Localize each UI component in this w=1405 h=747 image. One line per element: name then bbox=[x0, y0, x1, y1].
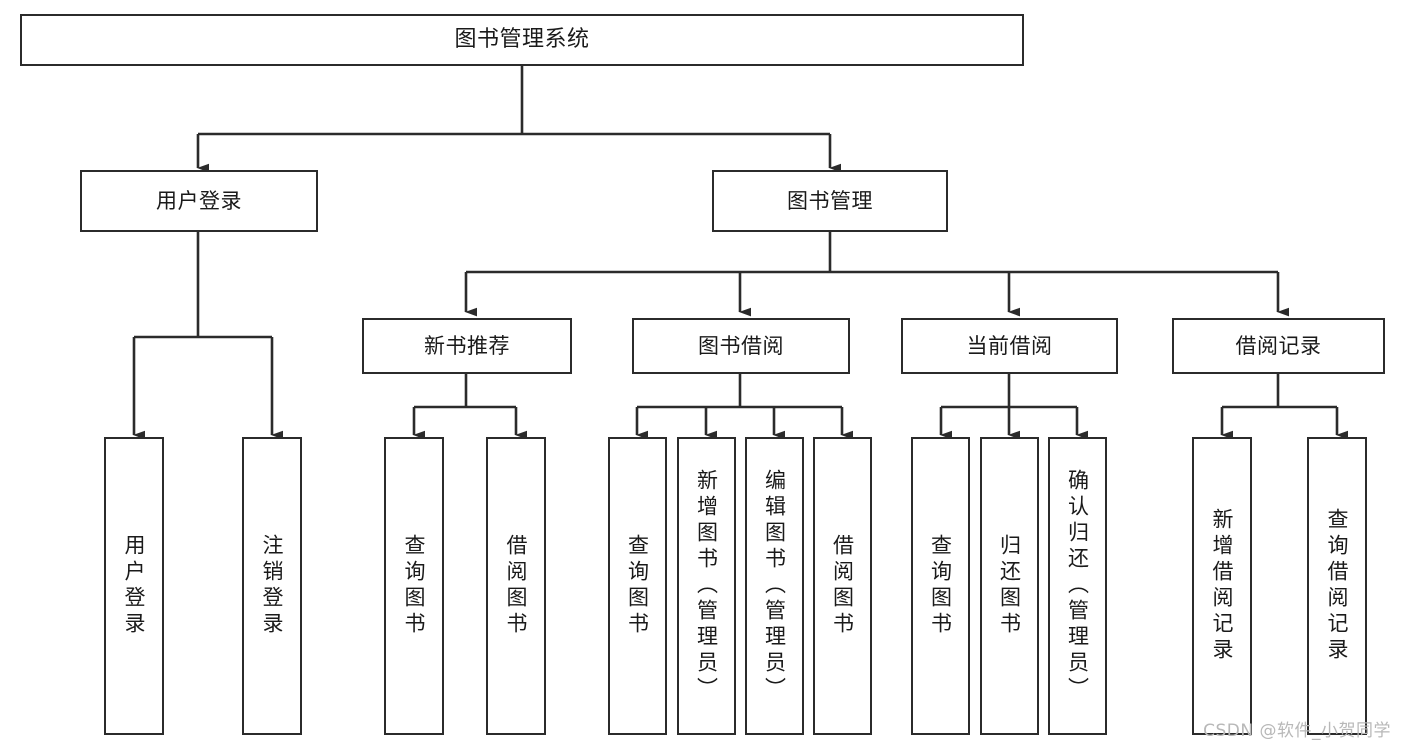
node-leaf-query-book-2[interactable]: 查询图书 bbox=[608, 437, 667, 735]
node-borrow-record[interactable]: 借阅记录 bbox=[1172, 318, 1385, 374]
node-leaf-edit-book[interactable]: 编辑图书（管理员） bbox=[745, 437, 804, 735]
node-book-management-label: 图书管理 bbox=[787, 188, 873, 213]
node-new-book-recommendation-label: 新书推荐 bbox=[424, 333, 510, 358]
node-leaf-edit-book-label: 编辑图书（管理员） bbox=[762, 469, 787, 703]
node-leaf-confirm-return-label: 确认归还（管理员） bbox=[1065, 469, 1090, 703]
node-leaf-logout-label: 注销登录 bbox=[260, 534, 285, 638]
node-book-borrow-label: 图书借阅 bbox=[698, 333, 784, 358]
node-leaf-query-record-label: 查询借阅记录 bbox=[1325, 508, 1350, 664]
node-user-login[interactable]: 用户登录 bbox=[80, 170, 318, 232]
node-leaf-user-login[interactable]: 用户登录 bbox=[104, 437, 164, 735]
node-leaf-add-book[interactable]: 新增图书（管理员） bbox=[677, 437, 736, 735]
node-leaf-add-book-label: 新增图书（管理员） bbox=[694, 469, 719, 703]
node-leaf-borrow-book-1[interactable]: 借阅图书 bbox=[486, 437, 546, 735]
node-root-label: 图书管理系统 bbox=[454, 27, 590, 52]
node-leaf-query-record[interactable]: 查询借阅记录 bbox=[1307, 437, 1367, 735]
node-root-book-management-system[interactable]: 图书管理系统 bbox=[20, 14, 1024, 66]
node-leaf-query-book-3-label: 查询图书 bbox=[928, 534, 953, 638]
node-book-borrow[interactable]: 图书借阅 bbox=[632, 318, 850, 374]
node-borrow-record-label: 借阅记录 bbox=[1235, 333, 1322, 358]
node-current-borrow-label: 当前借阅 bbox=[966, 333, 1053, 358]
node-leaf-query-book-1[interactable]: 查询图书 bbox=[384, 437, 444, 735]
node-book-management[interactable]: 图书管理 bbox=[712, 170, 948, 232]
node-leaf-borrow-book-2[interactable]: 借阅图书 bbox=[813, 437, 872, 735]
node-leaf-logout[interactable]: 注销登录 bbox=[242, 437, 302, 735]
node-leaf-user-login-label: 用户登录 bbox=[122, 534, 147, 638]
node-leaf-add-record[interactable]: 新增借阅记录 bbox=[1192, 437, 1252, 735]
node-leaf-borrow-book-2-label: 借阅图书 bbox=[830, 534, 855, 638]
csdn-watermark: CSDN @软件_小贺同学 bbox=[1203, 721, 1391, 741]
node-current-borrow[interactable]: 当前借阅 bbox=[901, 318, 1118, 374]
node-leaf-query-book-3[interactable]: 查询图书 bbox=[911, 437, 970, 735]
node-user-login-label: 用户登录 bbox=[156, 188, 242, 213]
node-leaf-return-book-label: 归还图书 bbox=[997, 534, 1022, 638]
node-leaf-borrow-book-1-label: 借阅图书 bbox=[504, 534, 529, 638]
node-leaf-query-book-2-label: 查询图书 bbox=[625, 534, 650, 638]
node-leaf-add-record-label: 新增借阅记录 bbox=[1210, 508, 1235, 664]
node-new-book-recommendation[interactable]: 新书推荐 bbox=[362, 318, 572, 374]
node-leaf-confirm-return[interactable]: 确认归还（管理员） bbox=[1048, 437, 1107, 735]
node-leaf-return-book[interactable]: 归还图书 bbox=[980, 437, 1039, 735]
node-leaf-query-book-1-label: 查询图书 bbox=[402, 534, 427, 638]
